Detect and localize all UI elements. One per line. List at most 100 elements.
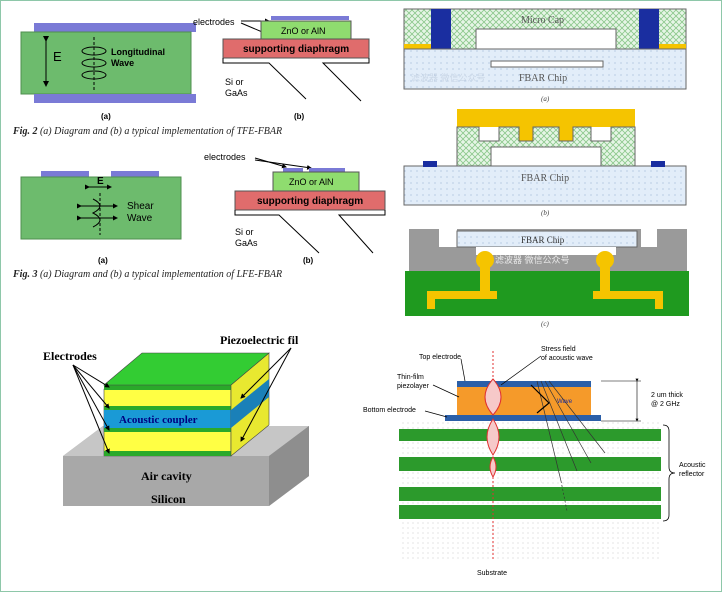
electrodes-label: electrodes: [204, 152, 246, 162]
bottom-electrode: [34, 94, 196, 103]
electrode-front: [104, 428, 231, 432]
stack-3d: Acoustic coupler Air cavity Silicon Elec…: [43, 333, 309, 506]
stress-field-label-2: of acoustic wave: [541, 355, 593, 362]
wave-ray: [544, 380, 592, 464]
via: [431, 9, 451, 59]
fig2-number: Fig. 2: [13, 126, 38, 137]
tfe-diagram-b: electrodes ZnO or AlN supporting diaphra…: [193, 16, 370, 121]
lfe-diagram-b: electrodes ZnO or AlN supporting diaphra…: [204, 152, 386, 265]
sub-label-a: (a): [98, 256, 108, 265]
coupler-label: Acoustic coupler: [119, 414, 198, 426]
fbar-chip: [403, 165, 687, 206]
bottom-electrode-label: Bottom electrode: [363, 407, 416, 414]
sub-label-c: (c): [541, 320, 549, 328]
packaging-a: Micro Cap FBAR Chip 滤波器 微信公众号 (a): [403, 8, 687, 103]
top-electrode: [457, 381, 591, 387]
substrate-label: Substrate: [477, 570, 507, 577]
stress-lobe: [484, 378, 502, 416]
fbar-chip: [403, 48, 687, 90]
cavity: [476, 247, 616, 255]
electrode-front: [104, 406, 231, 410]
diaphragm: [222, 38, 370, 59]
thickness-label-1: 2 um thick: [651, 392, 683, 399]
fbar-chip-label: FBAR Chip: [519, 73, 567, 84]
electrodes-arrow: [254, 159, 312, 170]
piezo-label: ZnO or AlN: [289, 177, 334, 187]
top-electrode: [34, 23, 196, 32]
electrode-2: [309, 168, 345, 172]
fig3-text: (a) Diagram and (b) a typical implementa…: [39, 269, 283, 280]
sub-label-a: (a): [541, 95, 550, 103]
gold-post: [559, 127, 573, 141]
diaphragm-label: supporting diaphragm: [243, 44, 349, 55]
cap-cavity: [475, 28, 617, 50]
fbar-chip-label: FBAR Chip: [521, 173, 569, 184]
cavity-label: Air cavity: [141, 469, 192, 483]
pad: [659, 44, 686, 49]
via: [639, 9, 659, 59]
watermark: 滤波器 微信公众号: [495, 254, 570, 265]
electrode-1: [283, 168, 303, 172]
e-field-label: E: [97, 176, 104, 187]
reflector-label-2: reflector: [679, 471, 705, 478]
stress-field-leader: [500, 355, 542, 386]
substrate-outline: [337, 210, 386, 254]
sub-label-a: (a): [101, 112, 111, 121]
substrate-label-1: Si or: [235, 227, 254, 237]
wave-ray: [536, 380, 562, 482]
smr-diagram: Wave Top electrode Stress field of acous…: [363, 346, 706, 577]
left-electrode: [41, 171, 89, 177]
electrode-arrow: [72, 364, 110, 388]
solder-bump: [596, 251, 614, 269]
pad: [651, 161, 665, 167]
fig2-caption: Fig. 2 (a) Diagram and (b) a typical imp…: [13, 126, 282, 137]
wave-label-1: Longitudinal: [111, 47, 165, 57]
bottom-electrode: [445, 415, 601, 421]
wave-label-2: Wave: [127, 213, 153, 224]
stress-field-label-1: Stress field: [541, 346, 576, 353]
diaphragm: [234, 190, 386, 211]
piezo-label: Piezoelectric fil: [220, 333, 299, 347]
fig2-text: (a) Diagram and (b) a typical implementa…: [39, 126, 283, 137]
top-electrode: [271, 16, 349, 20]
piezo-arrow: [240, 347, 292, 399]
cap-hatch: [456, 126, 636, 167]
packaging-c: FBAR Chip 滤波器 微信公众号 (c): [405, 229, 689, 328]
wave-ray: [560, 480, 568, 512]
reflector-layer: [399, 487, 661, 501]
gold-trace: [427, 291, 435, 309]
gold-post: [519, 127, 533, 141]
wave-ray: [548, 380, 606, 454]
solder-bump: [476, 251, 494, 269]
bottom-electrode-leader: [424, 410, 448, 418]
watermark: 滤波器 微信公众号: [411, 72, 486, 83]
e-field-label: E: [53, 49, 62, 64]
top-electrode-label: Top electrode: [419, 354, 461, 361]
stress-lobe: [486, 418, 500, 456]
electrode-arrow: [72, 364, 110, 409]
pad: [404, 44, 431, 49]
fig3-caption: Fig. 3 (a) Diagram and (b) a typical imp…: [13, 269, 282, 280]
electrode-arrow: [72, 364, 110, 431]
gold-trace: [427, 291, 497, 299]
lfe-diagram-a: E Shear Wave (a): [20, 171, 182, 265]
gold-trace: [480, 267, 490, 295]
wave-zigzag: [530, 384, 550, 414]
top-electrode-leader: [460, 358, 466, 382]
wave-loop: [81, 58, 107, 68]
thin-film-leader: [432, 384, 460, 398]
sub-label-b: (b): [294, 112, 305, 121]
silicon-label: Silicon: [151, 492, 186, 506]
diaphragm-label: supporting diaphragm: [257, 196, 363, 207]
coupler-side: [231, 379, 269, 428]
substrate-label-2: GaAs: [235, 238, 258, 248]
piezo-label: ZnO or AlN: [281, 26, 326, 36]
packaging-b: FBAR Chip (b): [403, 109, 687, 217]
thin-film-label-1: Thin-film: [397, 374, 424, 381]
pad: [423, 161, 437, 167]
substrate-outline: [234, 210, 320, 254]
fig3-number: Fig. 3: [13, 269, 38, 280]
gold-trace: [655, 291, 663, 309]
sub-label-b: (b): [541, 209, 550, 217]
